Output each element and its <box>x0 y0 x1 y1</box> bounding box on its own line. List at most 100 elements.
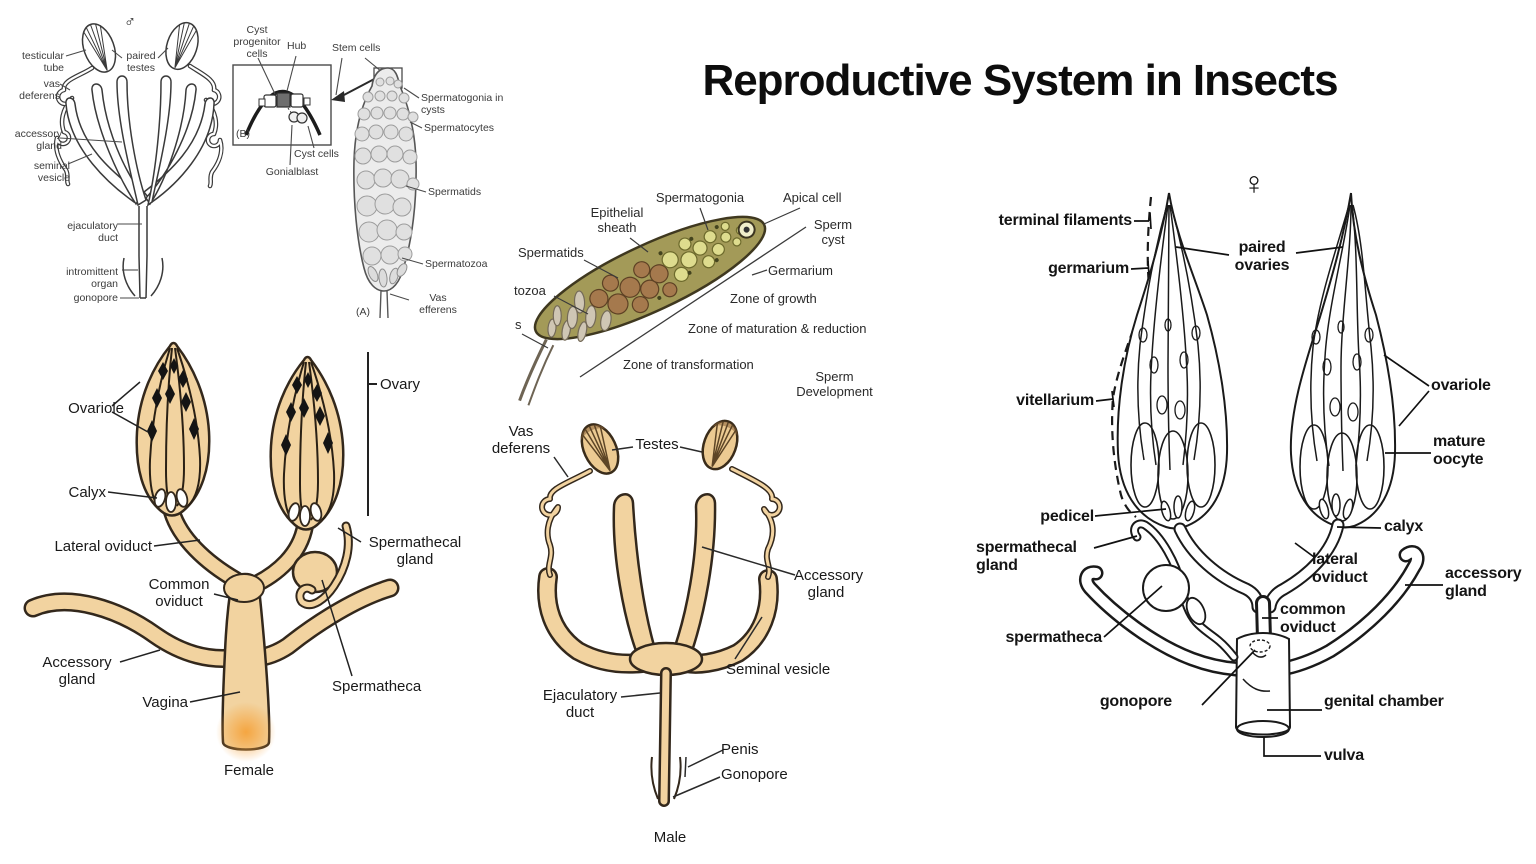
label-stem-cells: Stem cells <box>332 42 381 54</box>
label-penis: Penis <box>721 741 759 758</box>
label-cyst-cells: Cyst cells <box>294 148 339 160</box>
ovary-right-shape <box>1289 192 1397 529</box>
label-spermatozoa-cut: tozoa <box>514 283 546 298</box>
female-bw-leader-lines <box>1093 212 1443 757</box>
male-reproductive-bw-diagram: ♂ testicular tube paired testes vas defe… <box>0 10 235 325</box>
label-vas-efferens: Vas efferens <box>419 292 457 317</box>
ovary-left-shape <box>1116 192 1229 530</box>
label-accessory-gland-bw: accessory gland <box>1445 565 1522 600</box>
accessory-gland-lobes-colored-shape <box>612 493 717 653</box>
label-seminal-vesicle-male: Seminal vesicle <box>726 661 831 678</box>
caption-female: Female <box>223 762 275 779</box>
oviduct-junction-shape <box>223 573 265 603</box>
vas-efferens-stalk-shape <box>379 290 389 319</box>
accessory-glands-bw-shape <box>1078 545 1425 677</box>
gonialblast-shape <box>287 107 308 124</box>
label-zone-of-maturation: Zone of maturation & reduction <box>688 321 867 336</box>
sperm-development-diagram: Spermatogonia Epithelial sheath Apical c… <box>500 178 885 418</box>
label-gonialblast: Gonialblast <box>265 166 319 178</box>
spermatheca-bw-shape <box>1142 564 1190 612</box>
label-s-cut: s <box>515 317 522 332</box>
label-seminal-vesicle: seminal vesicle <box>33 160 70 185</box>
label-pedicel: pedicel <box>1040 508 1094 525</box>
label-calyx: Calyx <box>68 484 106 501</box>
label-lateral-oviduct-bw: lateral oviduct <box>1312 551 1368 586</box>
label-intromittent-organ: intromittent organ <box>66 266 118 291</box>
label-ovariole: Ovariole <box>68 400 124 417</box>
label-mature-oocyte: mature oocyte <box>1433 433 1486 468</box>
sperm-dev-leader-lines <box>521 207 801 349</box>
label-terminal-filaments: terminal filaments <box>998 212 1133 229</box>
label-lateral-oviduct: Lateral oviduct <box>54 538 152 555</box>
ovary-bracket <box>367 352 377 516</box>
spermathecal-gland-shape <box>295 521 353 610</box>
label-sperm-cyst: Sperm cyst <box>813 217 853 247</box>
male-bw-artwork <box>53 21 224 299</box>
inset-box <box>232 64 332 146</box>
follicle-cells-texture <box>354 76 420 266</box>
sperm-development-artwork <box>518 207 807 406</box>
ovary-shapes <box>135 341 345 531</box>
male-symbol: ♂ <box>124 14 136 31</box>
label-panel-a: (A) <box>356 306 370 318</box>
label-vulva: vulva <box>1324 747 1364 764</box>
label-ovariole-bw: ovariole <box>1431 377 1491 394</box>
germline-arch-shape <box>244 90 322 136</box>
label-ovary: Ovary <box>380 376 421 393</box>
male-bw-leader-lines <box>59 47 169 299</box>
label-accessory-gland: accessory gland <box>14 128 62 153</box>
male-colored-leader-lines <box>553 446 796 798</box>
label-vagina: Vagina <box>142 694 188 711</box>
female-reproductive-colored-diagram: Ovariole Calyx Lateral oviduct Common ov… <box>0 340 480 790</box>
paired-testes-shape <box>81 21 199 73</box>
label-spermatids: Spermatids <box>428 186 482 198</box>
sperm-follicle-shape <box>518 215 767 406</box>
label-calyx-bw: calyx <box>1384 518 1424 535</box>
ejaculatory-duct-shape <box>122 206 164 299</box>
label-zone-of-growth: Zone of growth <box>730 291 817 306</box>
female-reproductive-bw-diagram: ♀ terminal filaments germarium paired ov… <box>940 165 1536 783</box>
label-germarium-zone: Germarium <box>768 263 834 278</box>
caption-male: Male <box>653 829 687 846</box>
dark-specks-texture <box>657 225 719 300</box>
label-gonopore-bw: gonopore <box>1099 693 1172 710</box>
label-spermatids-dev: Spermatids <box>518 245 584 260</box>
label-vas-deferens-male: Vas deferens <box>491 423 551 458</box>
female-bw-artwork <box>1078 192 1443 757</box>
label-vitellarium: vitellarium <box>1016 392 1094 409</box>
testis-follicle-diagram: Cyst progenitor cells Hub Stem cells (B)… <box>230 18 522 334</box>
label-apical-cell: Apical cell <box>783 190 842 205</box>
label-spermathecal-gland-female: Spermathecal gland <box>368 534 462 569</box>
label-common-oviduct-bw: common oviduct <box>1280 601 1346 636</box>
vagina-glow <box>216 702 276 762</box>
label-germarium-bw: germarium <box>1048 260 1129 277</box>
label-gonopore-male: Gonopore <box>721 766 788 783</box>
spermatozoa-scales-texture <box>547 290 612 343</box>
label-testes: Testes <box>635 436 679 453</box>
label-vas-deferens: vas deferens <box>19 78 60 103</box>
spermatid-cells-texture <box>589 261 678 315</box>
label-cyst-progenitor-cells: Cyst progenitor cells <box>233 24 281 61</box>
female-symbol: ♀ <box>1242 165 1266 201</box>
zone-divider-line <box>579 226 807 378</box>
female-colored-artwork <box>23 341 400 762</box>
accessory-glands-shape <box>23 578 400 668</box>
hub-and-stem-cells-shape <box>258 92 311 108</box>
label-ejaculatory-duct: ejaculatory duct <box>67 220 118 245</box>
label-spermathecal-gland-bw: spermathecal gland <box>976 539 1077 574</box>
label-accessory-gland-female: Accessory gland <box>42 654 112 689</box>
label-spermatheca-female: Spermatheca <box>332 678 422 695</box>
label-common-oviduct: Common oviduct <box>148 576 210 611</box>
ejaculatory-duct-colored-shape <box>650 667 682 807</box>
spermatozoa-bundles-texture <box>367 263 408 288</box>
label-panel-b: (B) <box>236 128 250 140</box>
label-gonopore: gonopore <box>73 292 118 304</box>
label-testicular-tube: testicular tube <box>21 50 64 75</box>
vas-deferens-coils-colored-shape <box>539 466 783 580</box>
gonopore-bw-shape <box>1249 639 1271 658</box>
male-reproductive-colored-diagram: Vas deferens Testes Accessory gland Semi… <box>440 405 863 855</box>
label-spermatozoa: Spermatozoa <box>425 258 488 270</box>
male-colored-artwork <box>537 419 796 807</box>
label-zone-of-transformation: Zone of transformation <box>623 357 754 372</box>
